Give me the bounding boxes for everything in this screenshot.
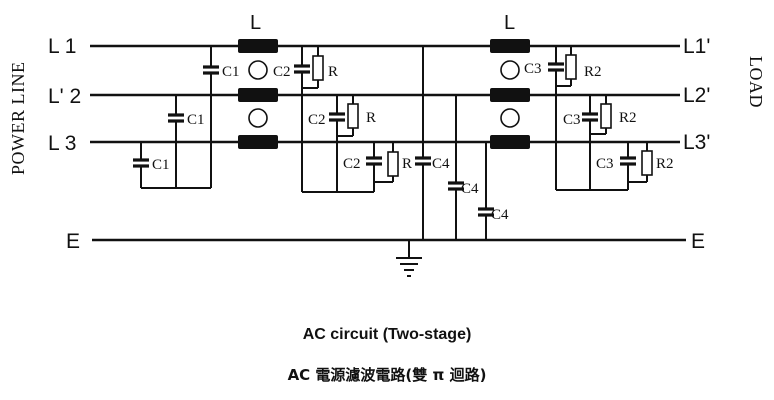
capacitor-c3-l2 xyxy=(582,95,598,190)
c4-b-label: C4 xyxy=(461,181,479,197)
c3-c-label: C3 xyxy=(596,156,614,172)
line-l1-input-label: L 1 xyxy=(48,35,76,58)
load-label: LOAD xyxy=(746,56,766,108)
capacitor-c1-l2-l3 xyxy=(168,95,184,188)
capacitor-c2-l1 xyxy=(294,46,310,192)
r2-a-label: R2 xyxy=(584,64,602,80)
line-l3-output-label: L3' xyxy=(683,131,710,154)
line-l3-input-label: L 3 xyxy=(48,132,76,155)
resistor-r-l2 xyxy=(337,95,359,137)
capacitor-c4-l3 xyxy=(478,142,494,240)
inductor-stage2-l3 xyxy=(490,135,530,149)
resistor-r2-l2 xyxy=(590,95,612,135)
line-l2-input-label: L' 2 xyxy=(48,85,81,108)
inductor-core-stage1-a xyxy=(248,60,268,80)
inductor-core-stage1-b xyxy=(248,108,268,128)
resistor-r-l3 xyxy=(374,142,399,183)
r-a-label: R xyxy=(328,64,338,80)
c1-b-label: C1 xyxy=(187,112,205,128)
caption-title: AC circuit (Two-stage) xyxy=(302,326,472,343)
c3-b-label: C3 xyxy=(563,112,581,128)
inductor-stage2-l2 xyxy=(490,88,530,102)
resistor-r2-l3 xyxy=(628,142,653,183)
r-b-label: R xyxy=(366,110,376,126)
capacitor-c4-l1 xyxy=(415,46,431,240)
capacitor-c2-l3 xyxy=(366,142,382,192)
capacitor-c3-l1 xyxy=(548,46,564,190)
resistor-r2-l1 xyxy=(556,46,577,87)
c2-a-label: C2 xyxy=(273,64,291,80)
inductor-stage1-l3 xyxy=(238,135,278,149)
capacitor-c3-l3 xyxy=(620,142,636,190)
resistor-r-l1 xyxy=(302,46,324,89)
earth-input-label: E xyxy=(66,230,80,253)
r2-c-label: R2 xyxy=(656,156,674,172)
r-c-label: R xyxy=(402,156,412,172)
inductor-stage2-label: L xyxy=(504,12,515,34)
power-line-label: POWER LINE xyxy=(8,62,28,175)
line-l1-output-label: L1' xyxy=(683,35,710,58)
earth-output-label: E xyxy=(691,230,705,253)
line-l2-output-label: L2' xyxy=(683,84,710,107)
inductor-stage2-l1 xyxy=(490,39,530,53)
capacitor-c1-l1-l2 xyxy=(203,46,219,188)
inductor-core-stage2-b xyxy=(500,108,520,128)
r2-b-label: R2 xyxy=(619,110,637,126)
c4-c-label: C4 xyxy=(491,207,509,223)
inductor-stage1-l1 xyxy=(238,39,278,53)
ground-icon xyxy=(396,240,422,277)
c1-c-label: C1 xyxy=(152,157,170,173)
capacitor-c1-l3 xyxy=(133,142,149,188)
capacitor-c4-l2 xyxy=(448,95,464,240)
inductor-stage1-l2 xyxy=(238,88,278,102)
c2-b-label: C2 xyxy=(308,112,326,128)
c3-a-label: C3 xyxy=(524,61,542,77)
inductor-core-stage2-a xyxy=(500,60,520,80)
caption-subtitle: AC 電源濾波電路(雙 π 迴路) xyxy=(287,366,487,384)
inductor-stage1-label: L xyxy=(250,12,261,34)
c4-a-label: C4 xyxy=(432,156,450,172)
capacitor-c2-l2 xyxy=(329,95,345,192)
c1-a-label: C1 xyxy=(222,64,240,80)
c2-c-label: C2 xyxy=(343,156,361,172)
